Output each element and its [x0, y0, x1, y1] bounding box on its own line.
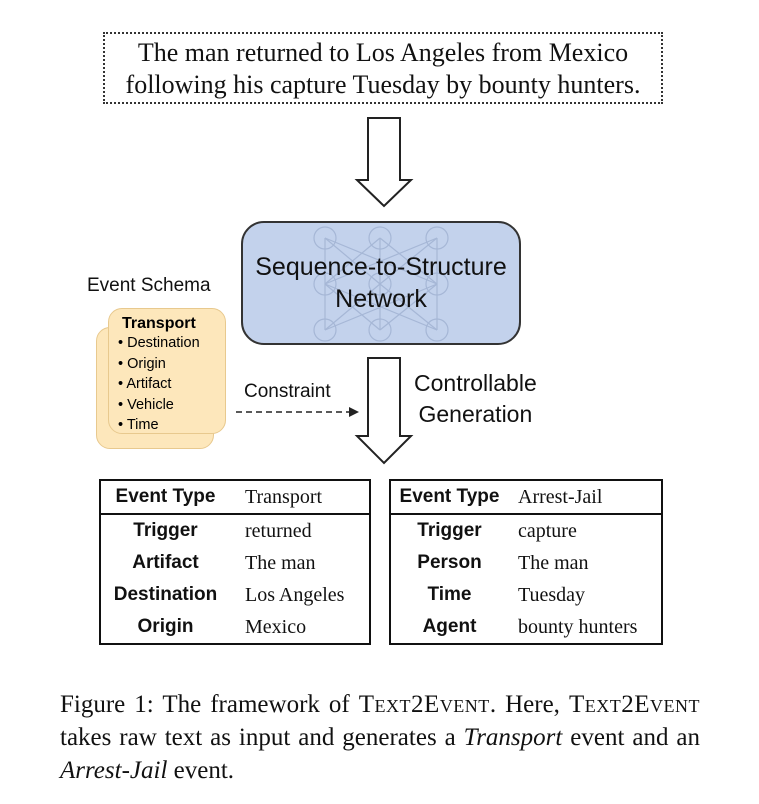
network-label-line2: Network [335, 285, 427, 313]
input-sentence-line2: following his capture Tuesday by bounty … [125, 70, 641, 99]
caption-text: event and an [570, 724, 701, 751]
caption-model-name: Text2Event [358, 691, 490, 718]
table-value-cell: returned [245, 519, 312, 542]
table-header-row: Event Type Transport [100, 480, 370, 515]
input-sentence-line1: The man returned to Los Angeles from Mex… [137, 38, 629, 67]
table-value-cell: Tuesday [518, 583, 586, 606]
table-row: Time Tuesday [390, 579, 662, 611]
down-arrow-bottom [354, 357, 414, 465]
table-row: Destination Los Angeles [100, 579, 370, 611]
table-value-cell: Los Angeles [245, 583, 345, 606]
neural-net-icon [313, 226, 449, 342]
network-label: Sequence-to-Structure Network [242, 222, 520, 344]
down-arrow-top [354, 117, 414, 208]
caption-text: event. [173, 757, 235, 784]
table-value-cell: The man [518, 551, 589, 574]
event-table-arrest-jail: Event Type Arrest-Jail Trigger capture P… [389, 479, 663, 645]
schema-card: Transport • Destination • Origin • Artif… [108, 308, 226, 434]
table-role-cell: Time [427, 584, 472, 605]
table-row: Agent bounty hunters [390, 611, 662, 644]
table-value-cell: bounty hunters [518, 615, 638, 638]
table-value-cell: Arrest-Jail [508, 480, 662, 515]
network-label-line1: Sequence-to-Structure [255, 253, 507, 281]
table-row: Origin Mexico [100, 611, 370, 644]
caption-text: The framework of [162, 691, 350, 718]
schema-event-type: Transport [122, 315, 196, 332]
schema-role-item: • Artifact [118, 376, 172, 392]
table-role-cell: Artifact [132, 552, 199, 573]
table-value-cell: Mexico [245, 615, 307, 638]
table-value-cell: Transport [230, 480, 370, 515]
caption-event-arrest-jail: Arrest-Jail [60, 757, 168, 784]
constraint-arrowhead [349, 407, 359, 417]
table-value-cell: The man [245, 551, 316, 574]
table-row: Artifact The man [100, 547, 370, 579]
caption-event-transport: Transport [463, 724, 563, 751]
table-role-cell: Event Type [100, 480, 230, 515]
caption-model-name: Text2Event [568, 691, 700, 718]
controllable-line1: Controllable [414, 370, 537, 396]
table-role-cell: Trigger [417, 520, 482, 541]
controllable-generation-label: Controllable Generation [414, 368, 537, 430]
table-role-cell: Event Type [390, 480, 508, 515]
event-table-transport: Event Type Transport Trigger returned Ar… [99, 479, 371, 645]
table-role-cell: Origin [137, 616, 194, 637]
table-row: Person The man [390, 547, 662, 579]
table-value-cell: capture [518, 519, 577, 542]
table-header-row: Event Type Arrest-Jail [390, 480, 662, 515]
schema-role-item: • Origin [118, 355, 166, 372]
figure-caption: Figure 1: The framework of Text2Event. H… [60, 688, 700, 787]
table-role-cell: Agent [422, 616, 477, 637]
schema-role-item: • Time [118, 417, 159, 433]
controllable-line2: Generation [418, 401, 533, 427]
schema-role-item: • Vehicle [118, 396, 174, 413]
table-role-cell: Destination [113, 584, 218, 605]
input-sentence-box: The man returned to Los Angeles from Mex… [103, 32, 663, 104]
table-role-cell: Person [417, 552, 482, 573]
table-role-cell: Trigger [133, 520, 198, 541]
constraint-label: Constraint [244, 381, 331, 402]
event-schema-title: Event Schema [87, 275, 211, 296]
caption-text: . Here, [489, 691, 560, 718]
table-row: Trigger returned [100, 514, 370, 547]
schema-role-item: • Destination [118, 335, 200, 351]
caption-text: takes raw text as input and generates a [60, 724, 456, 751]
caption-label: Figure 1: [60, 691, 154, 718]
table-row: Trigger capture [390, 514, 662, 547]
